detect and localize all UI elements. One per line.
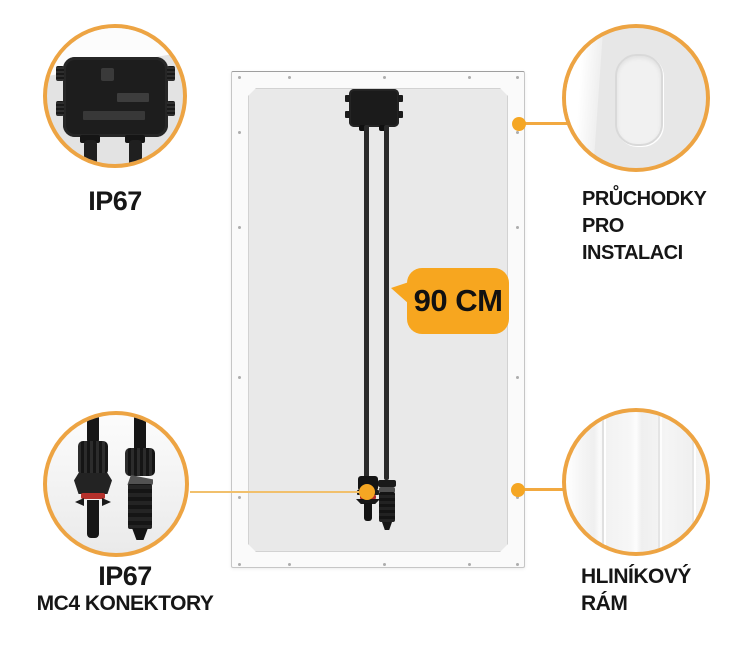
leader-line-grommets [520,122,567,125]
cable [134,415,146,451]
junction-box-label: IP67 [88,186,142,216]
cable-gland [379,125,388,131]
connector-barb [75,498,84,506]
connector-barbs [356,499,380,504]
mc4-connectors-photo [43,411,189,557]
leader-dot-grommets [512,117,526,131]
leader-dot-connectors [359,484,375,500]
cable-gland [125,135,145,143]
mc4-connector-right [378,480,396,532]
junction-box [345,89,403,131]
callout-tail [391,282,409,304]
connectors-label-sub: MC4 KONEKTORY [36,592,214,615]
connectors-label-main: IP67 [98,561,152,591]
leader-dot-frame [511,483,525,497]
junction-box-clip [345,95,350,102]
cable [87,415,99,443]
junction-box-photo [43,24,187,168]
grommets-label: PRŮCHODKY PRO INSTALACI [582,186,707,267]
solar-cable-left [364,125,369,480]
grommets-label-line1: PRŮCHODKY [582,188,707,210]
connector-body [128,484,152,529]
connector-cap [378,480,396,487]
connector-red-ring [81,493,105,499]
box-logo [101,68,114,81]
mounting-slot [615,54,663,146]
frame-groove [692,412,694,552]
box-warning-label [83,111,145,120]
connector-tip [364,503,372,521]
connector-coupler [74,473,112,494]
connector-shoulder [379,487,395,493]
leader-line-frame [518,488,564,491]
cable-length-callout: 90 CM [391,268,509,334]
connector-knurled-cap [125,448,155,476]
frame-groove [658,412,660,552]
cable [84,140,97,164]
box-clip [167,101,175,116]
box-clip [56,66,64,81]
frame-edge-highlight [566,28,604,168]
junction-box-clip [398,111,403,118]
grommets-label-line2: PRO [582,215,624,237]
box-clip [167,66,175,81]
frame-label-line1: HLINÍKOVÝ [581,565,691,588]
connector-body [379,492,395,522]
connector-shoulder [127,475,153,486]
frame-label: HLINÍKOVÝ RÁM [581,563,691,617]
frame-screw-holes [238,76,241,79]
connector-barb [102,498,111,506]
connector-knurled-cap [78,441,108,475]
cable [129,140,142,164]
solar-cable-right [384,125,389,480]
cable-length-text: 90 CM [413,283,503,318]
leader-line-connectors [190,491,368,493]
junction-box-clip [398,95,403,102]
cable-gland [359,125,368,131]
box-clip [56,101,64,116]
frame-label-line2: RÁM [581,592,628,615]
box-label [117,93,149,102]
connector-tip [87,500,99,538]
grommets-label-line3: INSTALACI [582,242,683,264]
cable-gland [80,135,100,143]
aluminium-frame-photo [562,408,710,556]
connector-tip [132,528,148,540]
mounting-grommet-photo [562,24,710,172]
connector-tip [382,522,392,530]
junction-box-clip [345,111,350,118]
connectors-label: IP67 MC4 KONEKTORY [25,561,225,617]
junction-box-closeup [56,57,175,137]
frame-groove [602,412,604,552]
